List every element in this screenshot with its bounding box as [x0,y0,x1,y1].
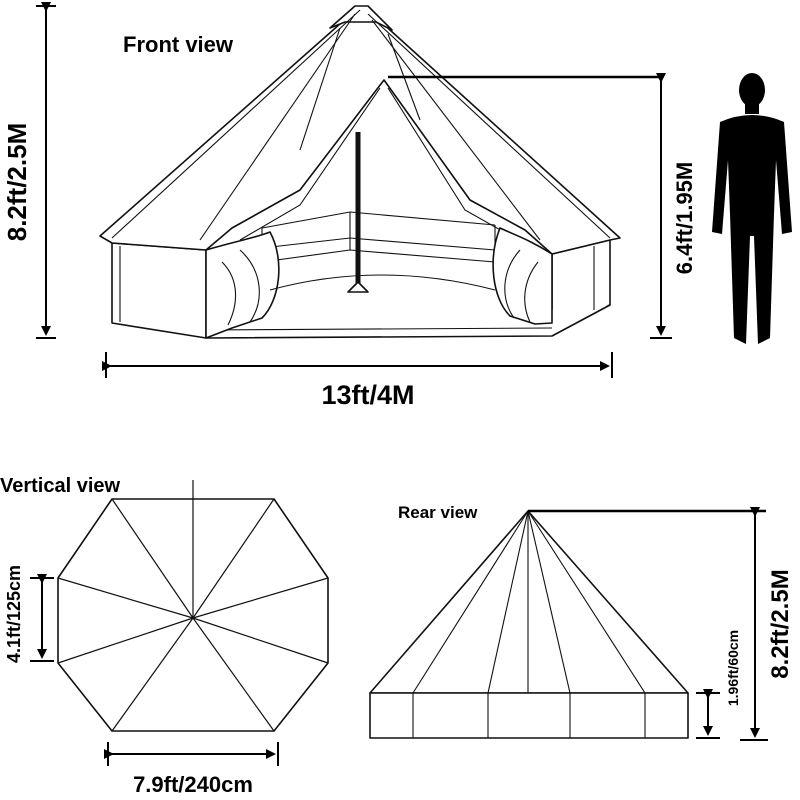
front-width-label: 13ft/4M [321,380,414,410]
vertical-width-dimension: 7.9ft/240cm [104,742,279,797]
tent-front-drawing [99,5,621,339]
vertical-view-title: Vertical view [0,475,121,497]
rear-wall-label: 1.96ft/60cm [725,630,741,706]
rear-wall-dimension: 1.96ft/60cm [696,630,741,739]
vertical-side-dimension: 4.1ft/125cm [4,565,54,663]
rear-height-dimension: 8.2ft/2.5M [528,507,794,741]
front-width-dimension: 13ft/4M [102,352,613,410]
tent-rear-drawing [369,510,689,739]
vertical-side-label: 4.1ft/125cm [4,565,24,663]
front-height-dimension: 8.2ft/2.5M [2,2,56,339]
front-door-height-dimension: 6.4ft/1.95M [388,73,697,339]
rear-view: Rear view 8.2ft/2.5M [369,503,794,741]
octagon-floor-plan [57,480,329,732]
human-silhouette-icon [712,73,792,344]
front-view-title: Front view [123,32,234,57]
rear-height-label: 8.2ft/2.5M [767,569,794,678]
front-door-height-label: 6.4ft/1.95M [672,162,697,275]
vertical-view: Vertical view 4.1ft/125cm [0,475,329,797]
vertical-width-label: 7.9ft/240cm [133,772,253,797]
front-height-label: 8.2ft/2.5M [2,123,32,242]
front-view: Front view 8.2ft/2.5M [2,2,792,410]
rear-view-title: Rear view [398,503,478,522]
